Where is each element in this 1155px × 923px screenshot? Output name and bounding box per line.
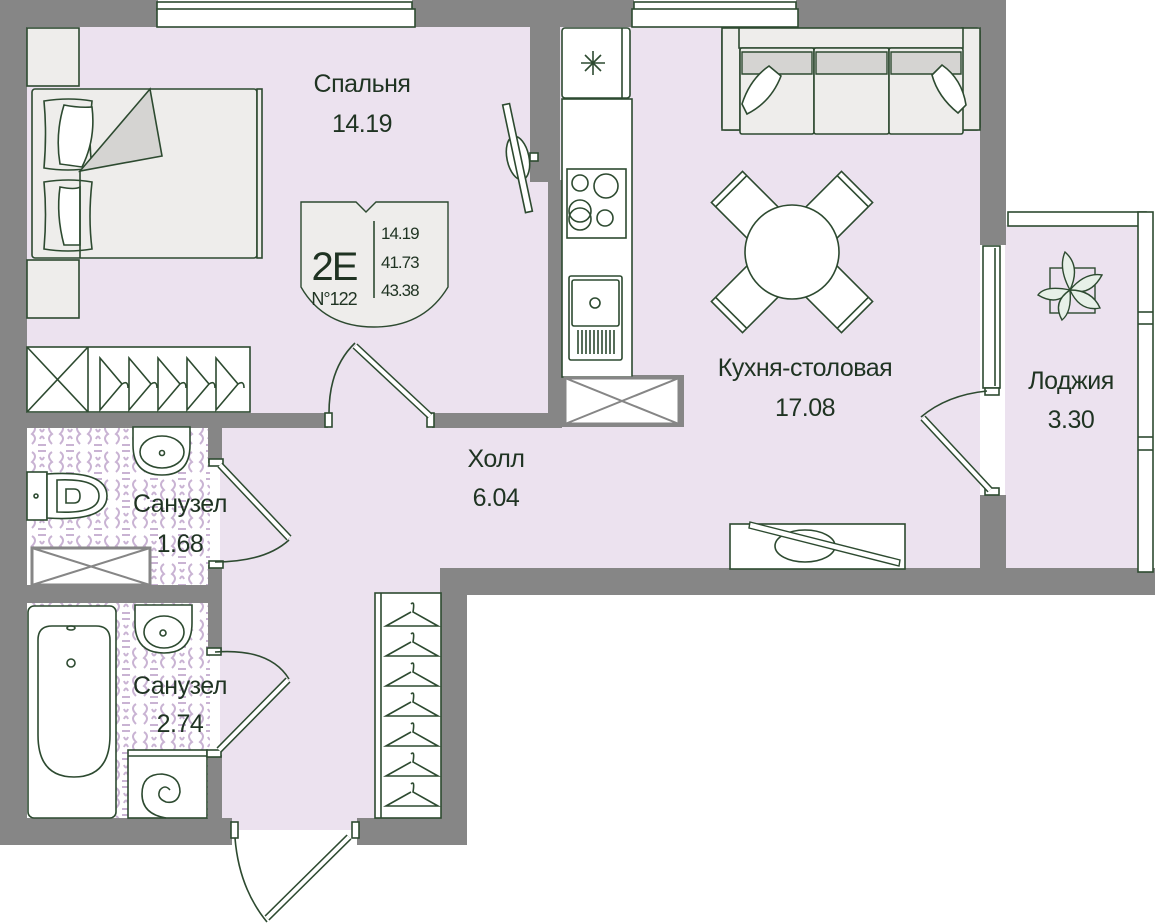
washbasin-2 <box>134 604 193 654</box>
bathroom-2 <box>27 604 291 819</box>
stove <box>566 168 627 239</box>
apartment-number: N°122 <box>311 289 357 309</box>
bathroom-1-door <box>208 458 292 569</box>
room-labels: Спальня 14.19 Кухня-столовая 17.08 Лоджи… <box>133 70 1114 738</box>
plant-icon <box>1036 250 1104 322</box>
entrance-door <box>230 821 360 923</box>
bathroom-1 <box>26 426 292 587</box>
bedroom-door <box>324 342 435 428</box>
bedroom-furniture <box>26 27 539 428</box>
room-name-bedroom: Спальня <box>314 70 411 98</box>
tv-living <box>729 521 906 570</box>
hall-wardrobe <box>230 592 442 923</box>
loggia-window-side <box>1137 211 1154 573</box>
total-area-with-loggia: 43.38 <box>381 281 419 300</box>
washing-machine <box>127 749 208 819</box>
apartment-type: 2E <box>312 245 357 289</box>
loggia-door <box>920 387 1000 496</box>
spiral-icon <box>141 773 181 819</box>
bathroom-2-door <box>206 647 291 758</box>
loggia-window-top <box>1007 211 1147 227</box>
nightstand-bottom <box>26 259 80 319</box>
loggia-door-frame <box>982 245 1001 389</box>
room-name-kitchen: Кухня-столовая <box>718 354 892 382</box>
apartment-badge: 2E N°122 14.19 41.73 43.38 <box>300 201 449 328</box>
wardrobe-hall <box>374 592 442 819</box>
room-name-hall: Холл <box>468 445 525 473</box>
total-area: 41.73 <box>381 253 419 272</box>
toilet-tank <box>26 471 48 521</box>
dining-table <box>710 170 874 334</box>
room-area-hall: 6.04 <box>473 484 520 512</box>
room-area-loggia: 3.30 <box>1048 406 1095 434</box>
kitchen-furniture <box>561 27 1104 570</box>
snowflake-icon <box>581 51 605 75</box>
hangers-bedroom <box>99 355 245 413</box>
room-name-bathroom-1: Санузел <box>133 490 227 518</box>
room-name-bathroom-2: Санузел <box>133 672 227 700</box>
hangers-hall <box>382 602 442 807</box>
windows <box>156 1 1154 573</box>
room-area-bathroom-1: 1.68 <box>157 530 204 558</box>
wardrobe-bedroom <box>26 346 251 413</box>
nightstand-top <box>26 27 80 87</box>
sofa <box>721 27 981 135</box>
living-area: 14.19 <box>381 224 419 243</box>
room-area-bedroom: 14.19 <box>332 110 392 138</box>
room-area-kitchen: 17.08 <box>775 394 835 422</box>
room-name-loggia: Лоджия <box>1028 367 1114 395</box>
blanket-fold <box>77 87 163 173</box>
room-area-bathroom-2: 2.74 <box>157 710 204 738</box>
hall-floor <box>220 413 560 573</box>
bathtub <box>27 605 117 819</box>
